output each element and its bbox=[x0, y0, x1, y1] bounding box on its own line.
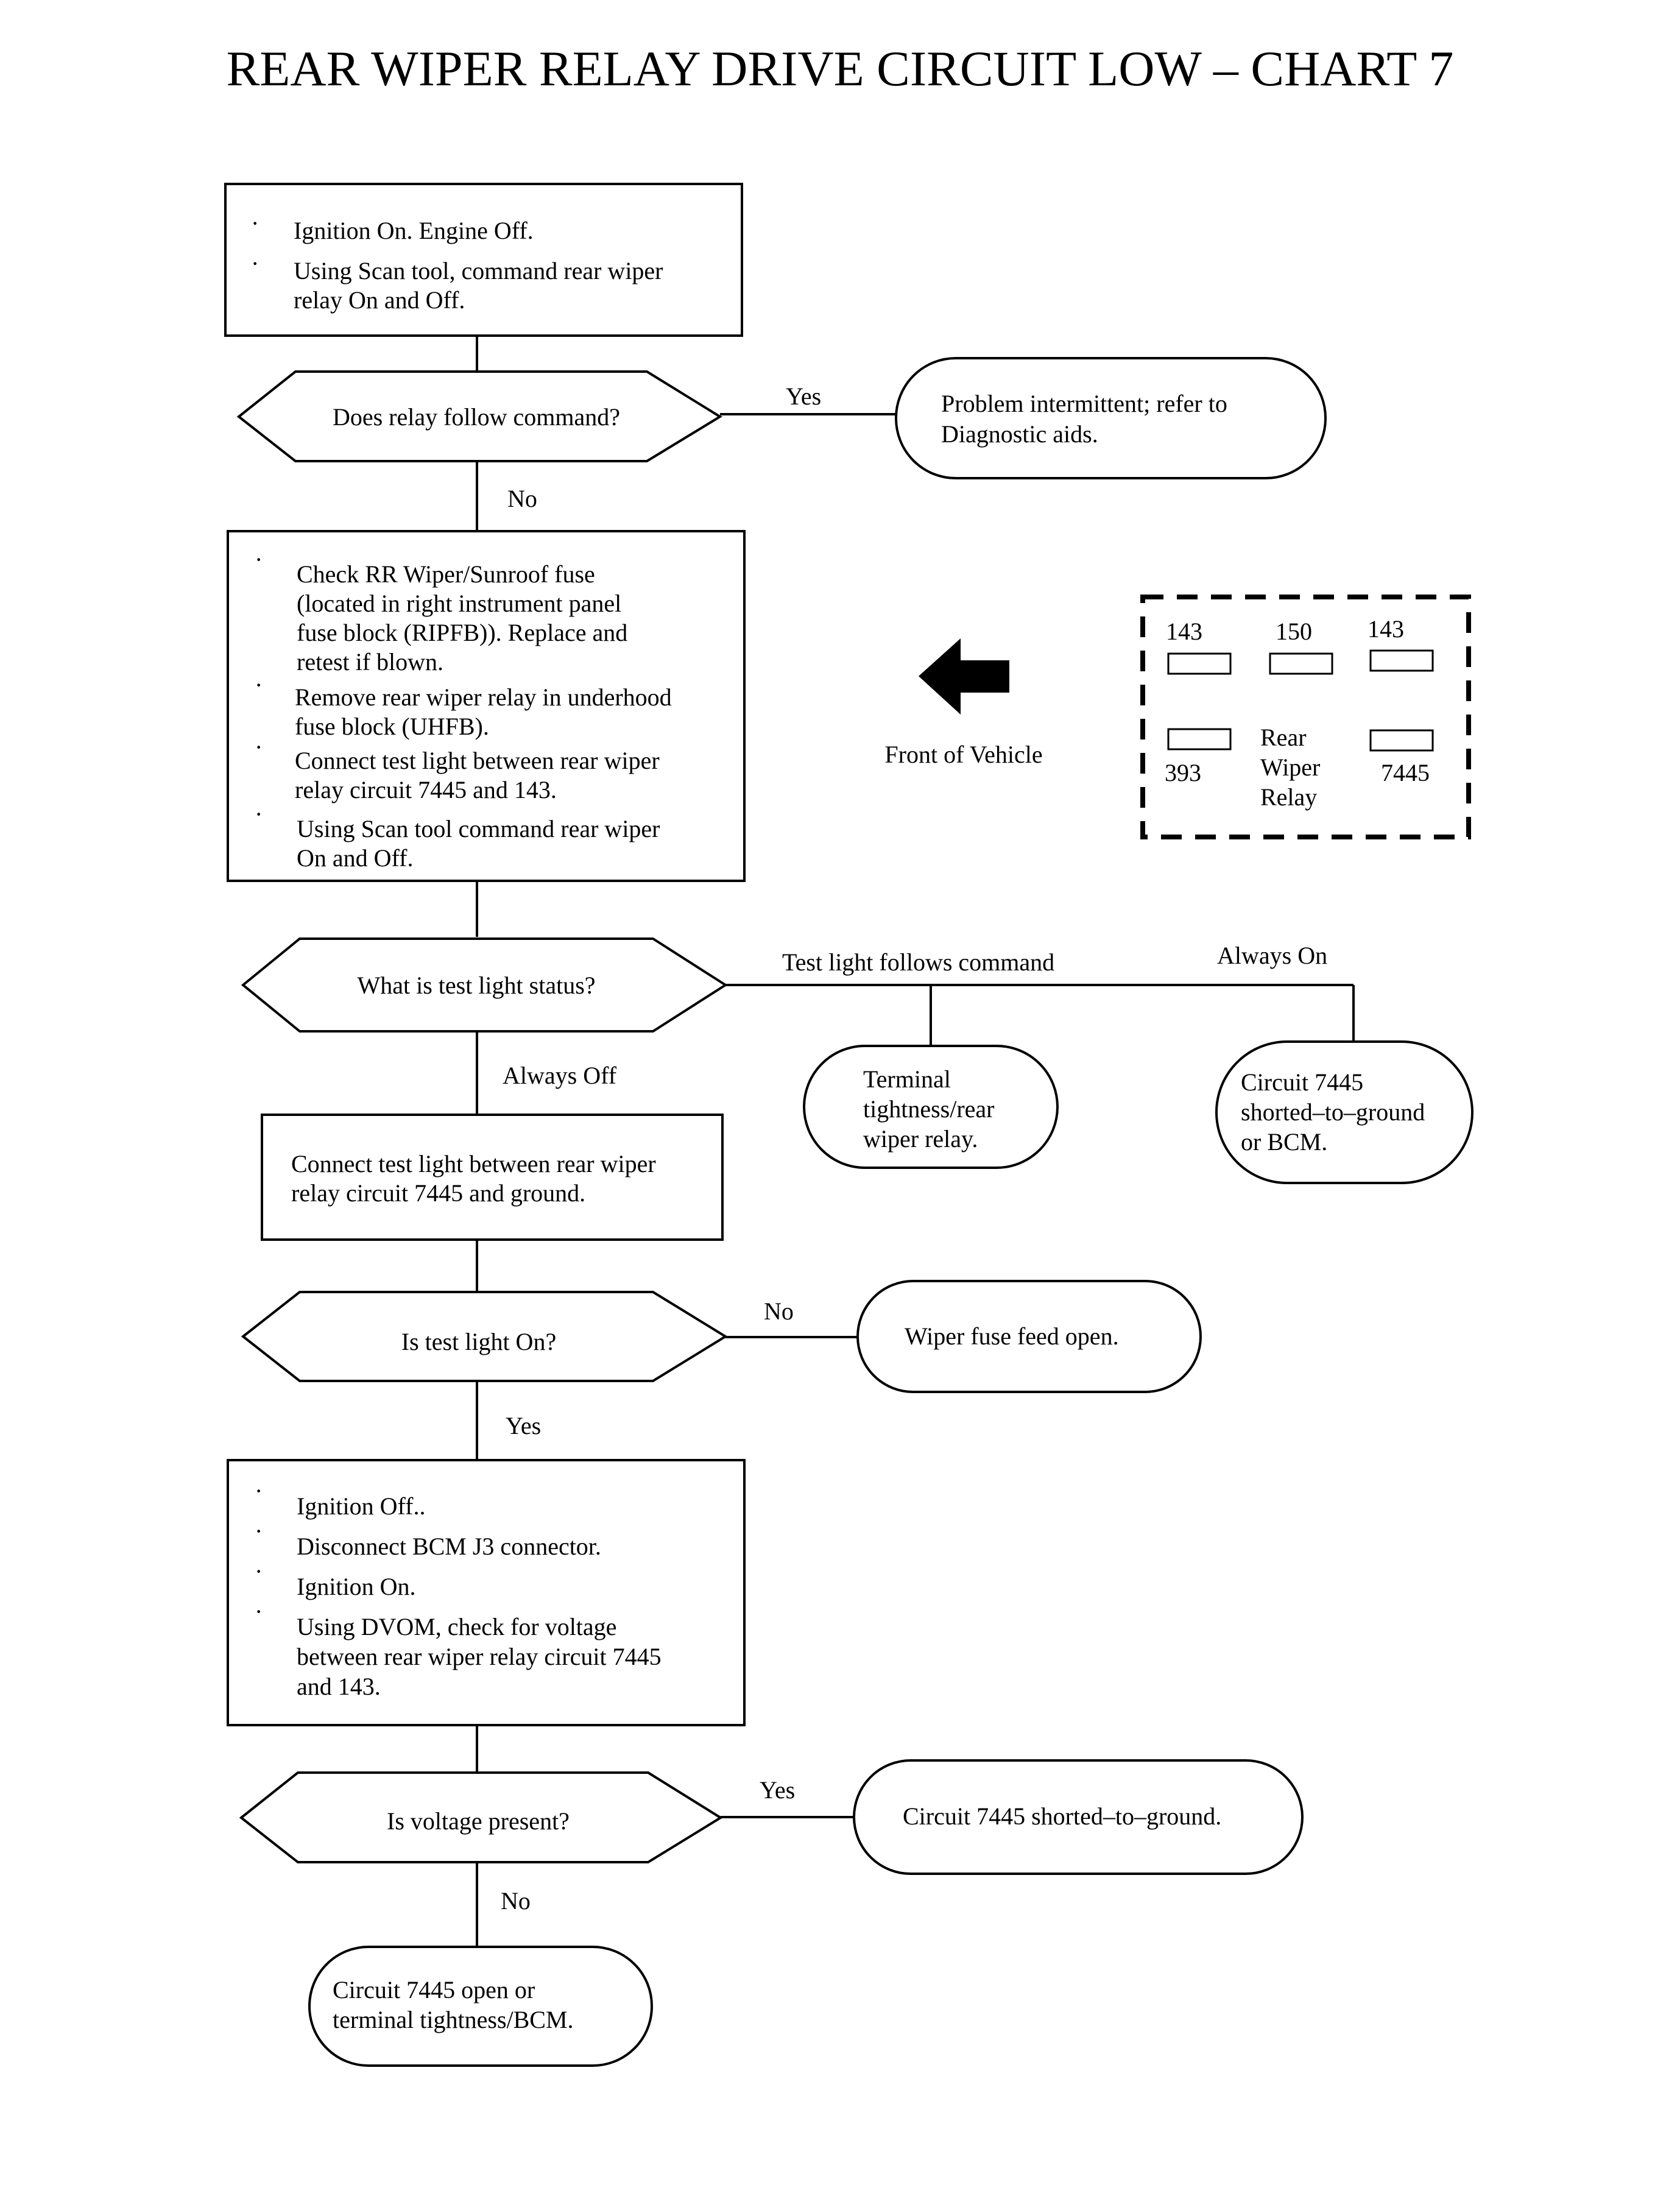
decision4-no-label: No bbox=[501, 1887, 531, 1915]
step2-b1-line3: fuse block (RIPFB)). Replace and bbox=[297, 619, 627, 646]
chart-title: REAR WIPER RELAY DRIVE CIRCUIT LOW – CHA… bbox=[227, 41, 1454, 96]
bullet-dot: · bbox=[251, 210, 259, 237]
step4-b3: Ignition On. bbox=[297, 1573, 416, 1600]
decision1-yes-result: Problem intermittent; refer to Diagnosti… bbox=[895, 357, 1327, 479]
left-arrow-icon bbox=[919, 638, 1009, 715]
step1-bullet2-line1: Using Scan tool, command rear wiper bbox=[294, 257, 663, 284]
decision4-question: Is voltage present? bbox=[387, 1807, 570, 1835]
terminal-slot bbox=[1167, 652, 1232, 675]
decision1-yes-result-line2: Diagnostic aids. bbox=[941, 420, 1098, 448]
decision3-no-result-text: Wiper fuse feed open. bbox=[905, 1322, 1119, 1350]
step2-b3-line1: Connect test light between rear wiper bbox=[295, 747, 660, 774]
decision1-yes-label: Yes bbox=[786, 383, 821, 410]
connector-lines bbox=[476, 336, 1355, 1947]
step3-line2: relay circuit 7445 and ground. bbox=[291, 1179, 585, 1207]
pin-top-left-label: 143 bbox=[1166, 618, 1202, 645]
step2-b2-line1: Remove rear wiper relay in underhood bbox=[295, 683, 672, 711]
bullet-dot: · bbox=[255, 1517, 263, 1545]
bullet-dot: · bbox=[255, 1477, 263, 1505]
decision2-always-on-result: Circuit 7445 shorted–to–ground or BCM. bbox=[1215, 1040, 1474, 1184]
terminal-slot bbox=[1369, 729, 1434, 752]
decision2-follows-result: Terminal tightness/rear wiper relay. bbox=[803, 1045, 1059, 1169]
step4-b4-line2: between rear wiper relay circuit 7445 bbox=[297, 1643, 662, 1670]
decision2-always-on-result-line2: shorted–to–ground bbox=[1241, 1098, 1425, 1126]
decision3-no-result: Wiper fuse feed open. bbox=[856, 1280, 1202, 1393]
decision4-yes-result: Circuit 7445 shorted–to–ground. bbox=[853, 1759, 1304, 1875]
step2-b2-line2: fuse block (UHFB). bbox=[295, 713, 489, 740]
pin-top-middle-label: 150 bbox=[1276, 618, 1312, 645]
decision2-question: What is test light status? bbox=[357, 972, 595, 999]
step4-b4-line1: Using DVOM, check for voltage bbox=[297, 1613, 616, 1640]
decision2-always-on-result-line3: or BCM. bbox=[1241, 1128, 1327, 1156]
bullet-dot: · bbox=[255, 1558, 263, 1585]
step1-box: · Ignition On. Engine Off. · Using Scan … bbox=[224, 183, 743, 337]
bullet-dot: · bbox=[255, 671, 263, 699]
front-of-vehicle-label: Front of Vehicle bbox=[884, 741, 1042, 768]
relay-label-line1: Rear bbox=[1260, 724, 1307, 751]
step2-b1-line2: (located in right instrument panel bbox=[297, 590, 621, 617]
bullet-dot: · bbox=[255, 800, 263, 828]
terminal-slot bbox=[1369, 649, 1434, 672]
decision4-hexagon: Is voltage present? bbox=[239, 1771, 723, 1863]
step2-b4-line2: On and Off. bbox=[297, 844, 413, 872]
decision3-no-label: No bbox=[764, 1297, 794, 1325]
bullet-dot: · bbox=[255, 733, 263, 761]
pin-bottom-right-label: 7445 bbox=[1381, 759, 1430, 786]
decision3-hexagon: Is test light On? bbox=[241, 1291, 728, 1382]
relay-layout-diagram: Front of Vehicle 143 150 143 Rear Wiper … bbox=[884, 595, 1471, 839]
bullet-dot: · bbox=[255, 1598, 263, 1625]
step3-box: Connect test light between rear wiper re… bbox=[261, 1114, 724, 1241]
bullet-dot: · bbox=[255, 546, 263, 573]
decision4-yes-result-text: Circuit 7445 shorted–to–ground. bbox=[903, 1802, 1221, 1830]
step1-bullet1: Ignition On. Engine Off. bbox=[294, 217, 534, 244]
decision2-always-on-result-line1: Circuit 7445 bbox=[1241, 1068, 1363, 1096]
step2-b4-line1: Using Scan tool command rear wiper bbox=[297, 815, 660, 842]
step1-bullet2-line2: relay On and Off. bbox=[294, 286, 465, 314]
bullet-dot: · bbox=[251, 250, 259, 277]
decision1-no-label: No bbox=[507, 485, 537, 512]
decision2-hexagon: What is test light status? bbox=[241, 937, 728, 1033]
relay-label-line3: Relay bbox=[1260, 783, 1317, 811]
pin-top-right-label: 143 bbox=[1368, 615, 1404, 643]
decision3-question: Is test light On? bbox=[401, 1328, 556, 1355]
step4-b4-line3: and 143. bbox=[297, 1673, 381, 1700]
decision1-question: Does relay follow command? bbox=[333, 403, 620, 431]
step2-box: · Check RR Wiper/Sunroof fuse (located i… bbox=[227, 530, 746, 882]
decision2-follows-result-line1: Terminal bbox=[863, 1065, 951, 1093]
decision1-yes-result-line1: Problem intermittent; refer to bbox=[941, 390, 1227, 417]
terminal-slot bbox=[1269, 652, 1333, 675]
step4-b1: Ignition Off.. bbox=[297, 1492, 425, 1520]
relay-label-line2: Wiper bbox=[1260, 754, 1320, 781]
decision2-always-on-label: Always On bbox=[1217, 942, 1327, 969]
step4-box: · Ignition Off.. · Disconnect BCM J3 con… bbox=[227, 1459, 746, 1726]
relay-outline bbox=[1140, 595, 1471, 839]
decision4-no-result: Circuit 7445 open or terminal tightness/… bbox=[308, 1946, 653, 2067]
terminal-slot bbox=[1167, 728, 1232, 750]
decision4-no-result-line1: Circuit 7445 open or bbox=[333, 1976, 535, 2003]
decision2-always-off-label: Always Off bbox=[503, 1062, 617, 1089]
step4-b2: Disconnect BCM J3 connector. bbox=[297, 1533, 601, 1560]
decision2-follows-result-line2: tightness/rear bbox=[863, 1095, 995, 1123]
decision2-follows-label: Test light follows command bbox=[782, 948, 1054, 976]
decision4-no-result-line2: terminal tightness/BCM. bbox=[333, 2006, 574, 2033]
step2-b1-line1: Check RR Wiper/Sunroof fuse bbox=[297, 560, 595, 588]
step2-b1-line4: retest if blown. bbox=[297, 648, 443, 676]
decision4-yes-label: Yes bbox=[760, 1776, 795, 1804]
step2-b3-line2: relay circuit 7445 and 143. bbox=[295, 776, 557, 803]
decision1-hexagon: Does relay follow command? bbox=[236, 370, 722, 462]
decision2-follows-result-line3: wiper relay. bbox=[863, 1125, 978, 1153]
step3-line1: Connect test light between rear wiper bbox=[291, 1150, 656, 1177]
pin-bottom-left-label: 393 bbox=[1165, 759, 1201, 786]
decision3-yes-label: Yes bbox=[506, 1412, 541, 1439]
